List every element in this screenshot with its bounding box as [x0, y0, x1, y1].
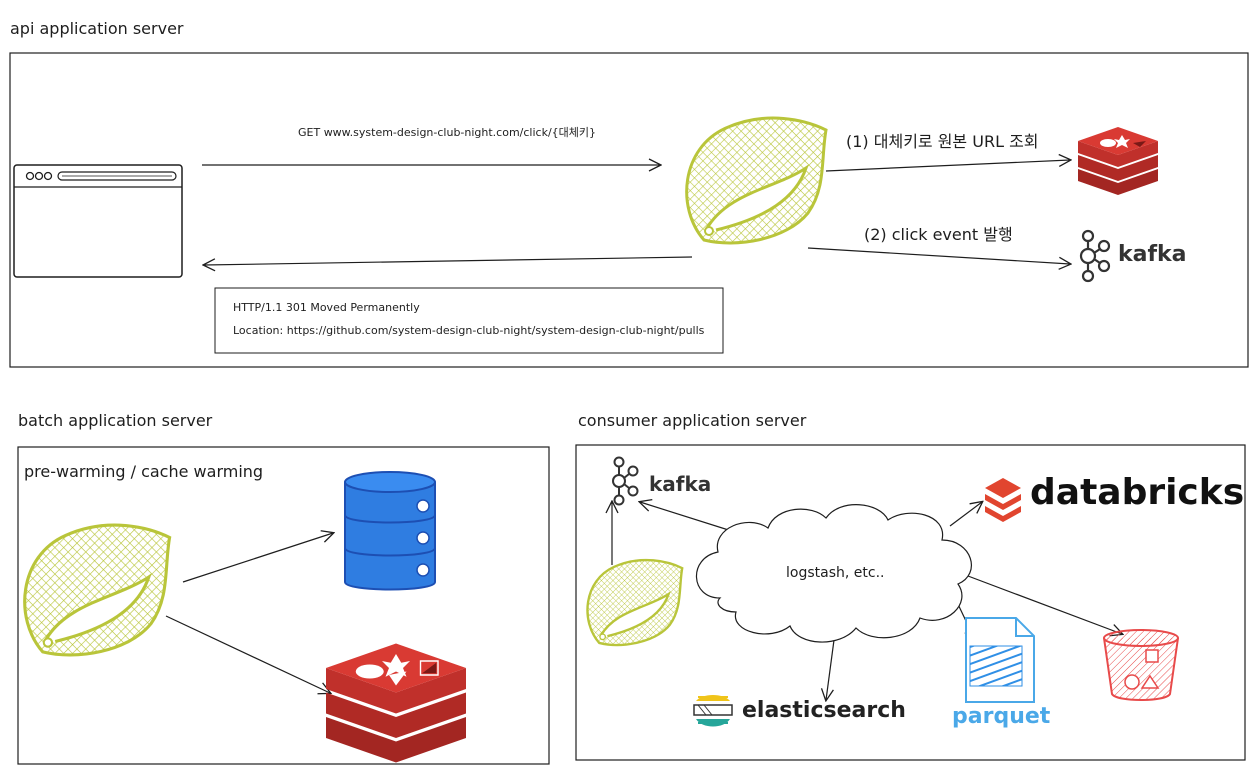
api-server-box	[9, 52, 1249, 368]
cloud-to-databricks-arrow	[949, 502, 982, 527]
kafka-api-label: kafka	[1118, 242, 1187, 267]
parquet-file-icon	[965, 617, 1035, 703]
spring-leaf-icon	[586, 558, 684, 647]
batch-section-label: batch application server	[18, 411, 213, 430]
redis-lookup-arrow	[825, 160, 1070, 172]
batch-server-box	[17, 446, 550, 765]
s3-bucket-icon	[1103, 629, 1179, 701]
batch-db-arrow	[182, 533, 333, 583]
cloud-to-kafka-arrow	[640, 502, 739, 534]
cloud-to-elastic-arrow	[826, 639, 835, 700]
kafka-publish-arrow	[807, 247, 1070, 264]
consumer-server-box	[575, 444, 1246, 761]
request-label: GET www.system-design-club-night.com/cli…	[298, 126, 597, 139]
browser-window-icon	[13, 164, 183, 278]
redis-stack-icon	[326, 643, 466, 763]
spring-leaf-icon	[685, 116, 828, 245]
elasticsearch-label: elasticsearch	[742, 698, 906, 723]
database-cylinder-icon	[344, 471, 436, 591]
parquet-label: parquet	[952, 704, 1051, 729]
response-box	[214, 287, 724, 354]
kafka-consumer-label: kafka	[649, 472, 712, 496]
batch-redis-arrow	[165, 615, 330, 693]
redis-stack-icon	[1078, 127, 1158, 195]
response-status: HTTP/1.1 301 Moved Permanently	[233, 301, 420, 314]
kafka-publish-label: (2) click event 발행	[864, 225, 1013, 244]
api-section-label: api application server	[10, 19, 184, 38]
databricks-icon	[985, 478, 1021, 522]
response-arrow	[204, 256, 693, 265]
consumer-section-label: consumer application server	[578, 411, 807, 430]
databricks-label: databricks	[1030, 472, 1245, 513]
elasticsearch-icon	[693, 695, 733, 727]
batch-note: pre-warming / cache warming	[24, 462, 264, 481]
spring-leaf-icon	[23, 523, 172, 657]
kafka-icon	[1079, 229, 1111, 283]
cloud-to-s3-arrow	[967, 575, 1122, 634]
kafka-icon	[612, 456, 639, 506]
redis-lookup-label: (1) 대체키로 원본 URL 조회	[846, 132, 1039, 151]
cloud-label: logstash, etc..	[786, 565, 885, 581]
response-location: Location: https://github.com/system-desi…	[233, 324, 705, 337]
logstash-cloud	[695, 504, 972, 643]
